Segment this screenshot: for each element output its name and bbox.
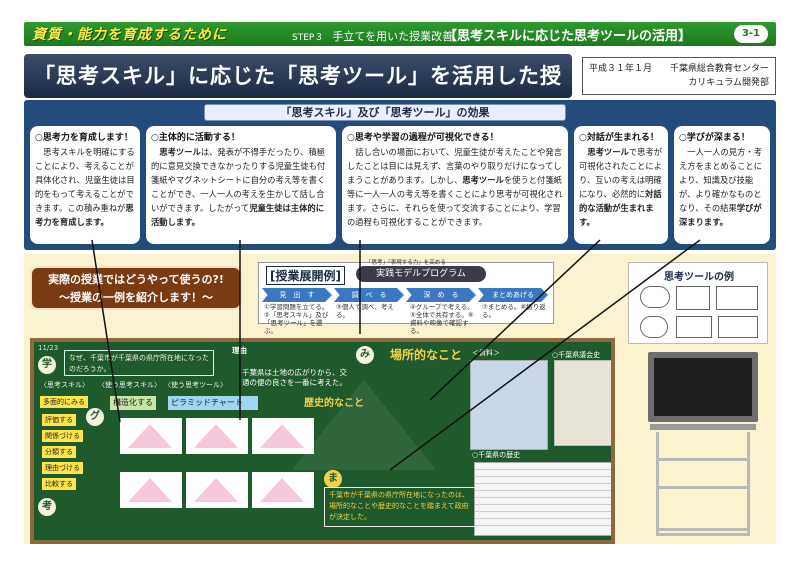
effect-card-strong1: 思考ツール <box>587 147 629 157</box>
effect-card-strong: 対話的な活動が生まれます。 <box>579 189 662 227</box>
tv-monitor <box>648 352 758 422</box>
chosen-tool: ピラミッドチャート <box>168 396 258 410</box>
board-resource: ＜資料＞ <box>472 349 500 357</box>
header-step-title: 手立てを用いた授業改善 <box>332 30 454 43</box>
board-mark-mi: み <box>356 346 374 364</box>
chosen-skill: 構造化する <box>110 396 156 410</box>
program-subtitle: 「思考」「表現する力」を高める <box>366 260 446 266</box>
lesson-flow-title: [授業展開例] <box>266 266 345 285</box>
board-mark-kou: 考 <box>38 498 56 516</box>
effect-card-head: ○学びが深まる！ <box>679 133 750 143</box>
org-box: 平成３１年１月 千葉県総合教育センター カリキュラム開発部 <box>582 57 776 95</box>
history-table <box>474 462 611 536</box>
board-kaigi: ○千葉県議会史 <box>552 351 601 359</box>
board-rekishi: ○千葉県の歴史 <box>472 451 521 459</box>
effect-card-2: ○主体的に活動する！ 思考ツールは、発表が不得手だったり、積極的に意見交換できな… <box>146 126 336 244</box>
map-image <box>470 360 548 450</box>
skill-tag: 多面的にみる <box>40 396 88 408</box>
lesson-steps: 見 出 す 調 べ る 深 め る まとめあげる <box>262 288 550 302</box>
callout-line2: ～授業の一例を紹介します！～ <box>59 291 213 304</box>
board-geo: 場所的なこと <box>390 348 463 362</box>
effect-card-head: ○主体的に活動する！ <box>151 133 240 143</box>
effect-card-body: は、発表が不得手だったり、積極的に意見交換できなかったりする児童生徒も付箋紙やマ… <box>151 147 326 213</box>
pyramid-sheet <box>252 472 314 508</box>
header-left-title: 資質・能力を育成するために <box>32 27 227 43</box>
effect-card-head: ○思考力を育成します！ <box>35 133 133 143</box>
effects-title: 「思考スキル」及び「思考ツール」の効果 <box>204 104 566 121</box>
skill-tag: 評価する <box>42 414 76 426</box>
circle-map-icon <box>640 316 668 338</box>
effect-card-strong1: 思考ツール <box>159 147 201 157</box>
pyramid-sheet <box>186 418 248 454</box>
chart-icon <box>676 286 710 310</box>
effect-card-body: 話し合いの場面において、児童生徒が考えたことや発言したことは目には見えず、言葉の… <box>347 147 563 185</box>
pyramid-sheet <box>186 472 248 508</box>
effect-card-strong: 学びが深まります。 <box>679 203 762 227</box>
board-mark-gu: グ <box>86 408 104 426</box>
effect-card-5: ○学びが深まる！ 一人一人の見方・考え方をまとめることにより、知識及び技能が、よ… <box>674 126 770 244</box>
org-dept: カリキュラム開発部 <box>688 78 769 88</box>
pyramid-sheet <box>252 418 314 454</box>
effect-card-body: で思考が可視化されたことにより、互いの考えは明確になり、必然的に <box>579 147 663 199</box>
header-right-title: 【思考スキルに応じた思考ツールの活用】 <box>444 29 692 44</box>
skill-tag: 分類する <box>42 446 76 458</box>
matrix-icon <box>716 286 758 310</box>
blackboard: 11/23 学 なぜ、千葉市が千葉県の県庁所在地になったのだろうか。 〈思考スキ… <box>34 342 611 540</box>
board-conclusion: 千葉市が千葉県の県庁所在地になったのは、場所的なことや歴史的なことを踏まえて政府… <box>324 487 480 527</box>
effect-card-strong: 思考力を育成します。 <box>35 203 134 227</box>
y-chart-icon <box>718 316 758 338</box>
tv-stand <box>650 424 756 430</box>
page-title: 「思考スキル」に応じた「思考ツール」を活用した授業例 <box>24 54 572 132</box>
document-photo <box>554 360 611 446</box>
program-badge: 実践モデルプログラム <box>356 266 486 282</box>
effect-card-head: ○思考や学習の過程が可視化できる！ <box>347 133 499 143</box>
org-center: 千葉県総合教育センター <box>669 64 769 74</box>
board-reason-title: 理由 <box>232 346 247 355</box>
skill-tag: 理由づける <box>42 462 83 474</box>
step-item: 調 べ る <box>334 288 404 302</box>
effect-card-body2: を使うと付箋紙等に一人一人の考え等を書くことにより思考が可視化されます。さらに、… <box>347 175 563 227</box>
board-mark-gaku: 学 <box>38 356 56 374</box>
effect-card-strong: 思考ツール <box>462 175 504 185</box>
org-date: 平成３１年１月 <box>589 64 653 74</box>
step-item: まとめあげる <box>478 288 548 302</box>
board-hist: 歴史的なこと <box>304 398 364 409</box>
tools-example-title: 思考ツールの例 <box>664 272 734 283</box>
effect-card-body: 思考スキルを明確にすることにより、考えることが具体化され、児童生徒は目的をもって… <box>35 147 135 213</box>
step-desc: ③個人で調べ、考える。 <box>336 303 394 319</box>
step-item: 深 め る <box>406 288 476 302</box>
effect-card-3: ○思考や学習の過程が可視化できる！ 話し合いの場面において、児童生徒が考えたこと… <box>342 126 568 244</box>
pyramid-sheet <box>120 418 182 454</box>
tv-cart <box>656 432 750 536</box>
fishbone-icon <box>676 316 712 338</box>
header-bar: 資質・能力を育成するために STEP３ 手立てを用いた授業改善 【思考スキルに応… <box>24 22 776 46</box>
board-use-tool: 〈使う思考ツール〉 <box>164 381 227 389</box>
skill-tag: 比較する <box>42 478 76 490</box>
header-step: STEP３ 手立てを用いた授業改善 <box>292 28 453 44</box>
skill-tag: 関係づける <box>42 430 83 442</box>
header-step-label: STEP３ <box>292 33 324 43</box>
board-question: なぜ、千葉市が千葉県の県庁所在地になったのだろうか。 <box>64 350 214 376</box>
effect-card-body: 一人一人の見方・考え方をまとめることにより、知識及び技能が、より確かなものとなり… <box>679 147 762 213</box>
page-number: 3-1 <box>734 25 768 43</box>
effect-card-4: ○対話が生まれる！ 思考ツールで思考が可視化されたことにより、互いの考えは明確に… <box>574 126 668 244</box>
board-mark-ma: ま <box>324 470 342 488</box>
board-skill-label: 〈思考スキル〉 <box>40 381 89 389</box>
step-desc: ①学習問題を立てる。②「思考スキル」及び「思考ツール」を選ぶ。 <box>264 303 329 335</box>
board-use-skill: 〈使う思考スキル〉 <box>98 381 161 389</box>
venn-diagram-icon <box>640 286 670 308</box>
step-item: 見 出 す <box>262 288 332 302</box>
callout-line1: 実際の授業ではどうやって使うの?! <box>48 273 224 286</box>
pyramid-sheet <box>120 472 182 508</box>
step-desc: ④グループで考える。⑤全体で共有する。⑥資料や映像で確認する。 <box>410 303 474 335</box>
callout-box: 実際の授業ではどうやって使うの?! ～授業の一例を紹介します！～ <box>30 266 242 310</box>
step-desc: ⑦まとめる。⑧振り返る。 <box>482 303 546 319</box>
effect-card-strong: 児童生徒は主体的に活動します。 <box>151 203 325 227</box>
board-date: 11/23 <box>38 344 59 352</box>
effect-card-1: ○思考力を育成します！ 思考スキルを明確にすることにより、考えることが具体化され… <box>30 126 140 244</box>
blackboard-frame: 11/23 学 なぜ、千葉市が千葉県の県庁所在地になったのだろうか。 〈思考スキ… <box>30 338 615 544</box>
board-reason-body: 千葉県は土地の広がりから、交通の便の良さを一番に考えた。 <box>242 368 347 387</box>
effect-card-head: ○対話が生まれる！ <box>579 133 659 143</box>
